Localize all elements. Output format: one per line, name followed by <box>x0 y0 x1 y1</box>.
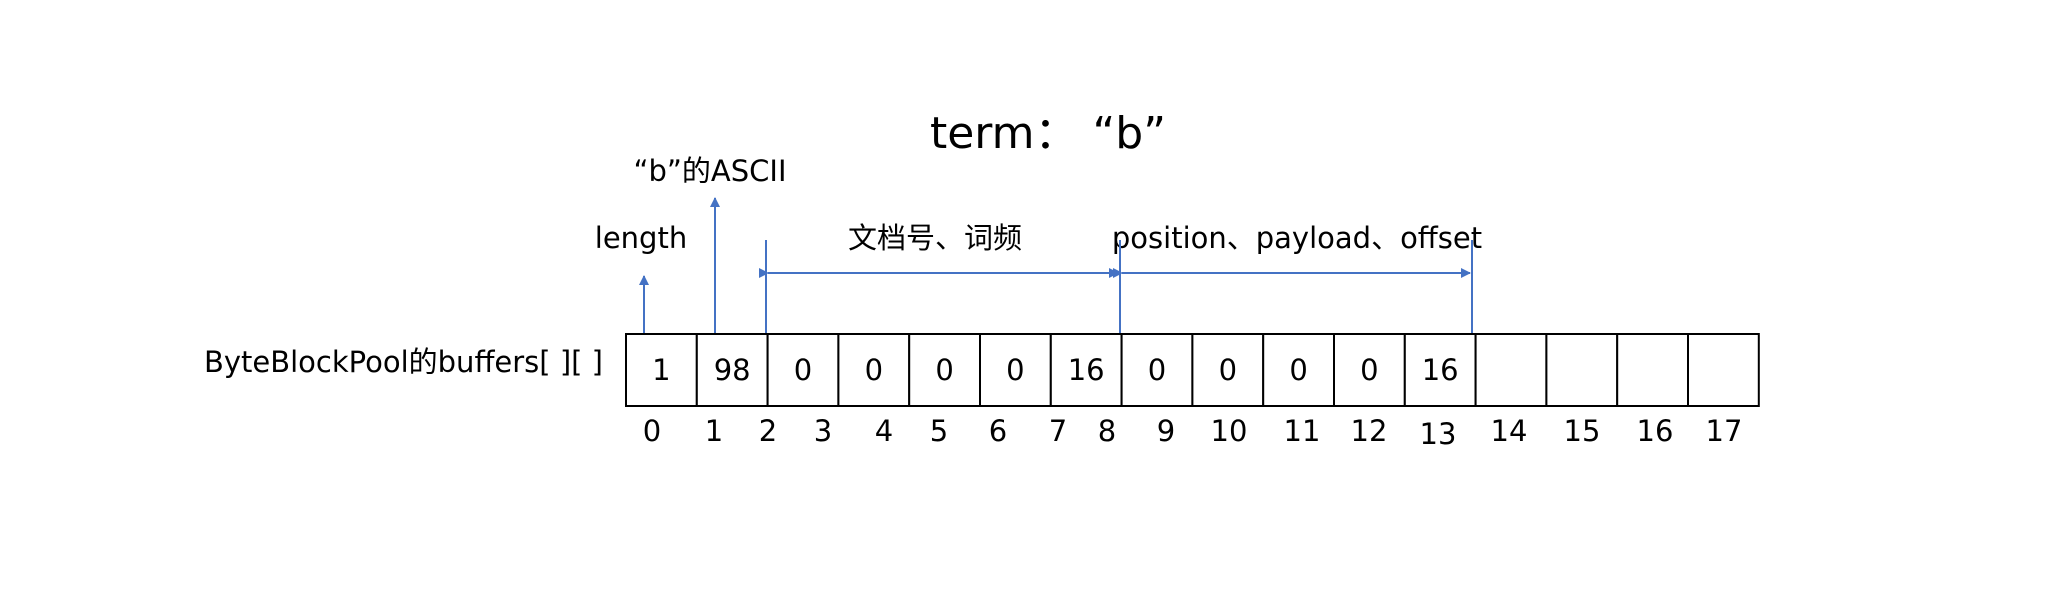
length-label: length <box>595 221 687 255</box>
buffer-cell-value: 0 <box>1006 353 1024 387</box>
index-label: 16 <box>1637 414 1674 448</box>
index-label: 2 <box>759 414 777 448</box>
buffer-cell <box>695 333 769 407</box>
buffer-cell-value: 98 <box>714 353 751 387</box>
buffer-cell-value: 0 <box>1289 353 1307 387</box>
buffer-cell-value: 0 <box>1219 353 1237 387</box>
row-label: ByteBlockPool的buffers[ ][ ] <box>204 345 603 379</box>
buffer-cell-value: 0 <box>794 353 812 387</box>
buffer-cell-value: 0 <box>935 353 953 387</box>
index-label: 9 <box>1157 414 1175 448</box>
index-label: 11 <box>1284 414 1321 448</box>
ascii-label: “b”的ASCII <box>633 154 786 188</box>
index-label: 15 <box>1564 414 1601 448</box>
index-label: 8 <box>1098 414 1116 448</box>
buffer-cell-value: 1 <box>652 353 670 387</box>
index-label: 14 <box>1491 414 1528 448</box>
buffer-cell-value: 16 <box>1422 353 1459 387</box>
index-label: 1 <box>705 414 723 448</box>
index-label: 4 <box>875 414 893 448</box>
buffer-cell <box>1191 333 1265 407</box>
buffer-cell <box>837 333 911 407</box>
position-payload-offset-label: position、payload、offset <box>1112 221 1482 255</box>
buffer-cell-value: 0 <box>865 353 883 387</box>
buffer-cell <box>1545 333 1619 407</box>
index-label: 3 <box>814 414 832 448</box>
doc-freq-label: 文档号、词频 <box>848 221 1022 255</box>
diagram-title: term： “b” <box>930 108 1166 159</box>
index-label: 10 <box>1211 414 1248 448</box>
index-label: 0 <box>643 414 661 448</box>
buffer-cell-value: 0 <box>1148 353 1166 387</box>
buffer-cell-value: 0 <box>1360 353 1378 387</box>
buffer-cell <box>1474 333 1548 407</box>
buffer-cell <box>625 333 698 407</box>
buffer-cell <box>766 333 840 407</box>
index-label: 6 <box>989 414 1007 448</box>
index-label: 7 <box>1049 414 1067 448</box>
index-label: 17 <box>1706 414 1743 448</box>
buffer-cell <box>1616 333 1689 407</box>
buffer-cell <box>1333 333 1406 407</box>
index-label: 13 <box>1420 417 1457 451</box>
buffer-cell-value: 16 <box>1068 353 1105 387</box>
buffer-cell <box>908 333 982 407</box>
index-label: 5 <box>930 414 948 448</box>
buffer-cell <box>1687 333 1760 407</box>
index-label: 12 <box>1351 414 1388 448</box>
buffer-cells: 1 98 0 0 0 0 16 0 0 0 0 16 <box>625 333 1760 407</box>
buffer-cell <box>979 333 1052 407</box>
